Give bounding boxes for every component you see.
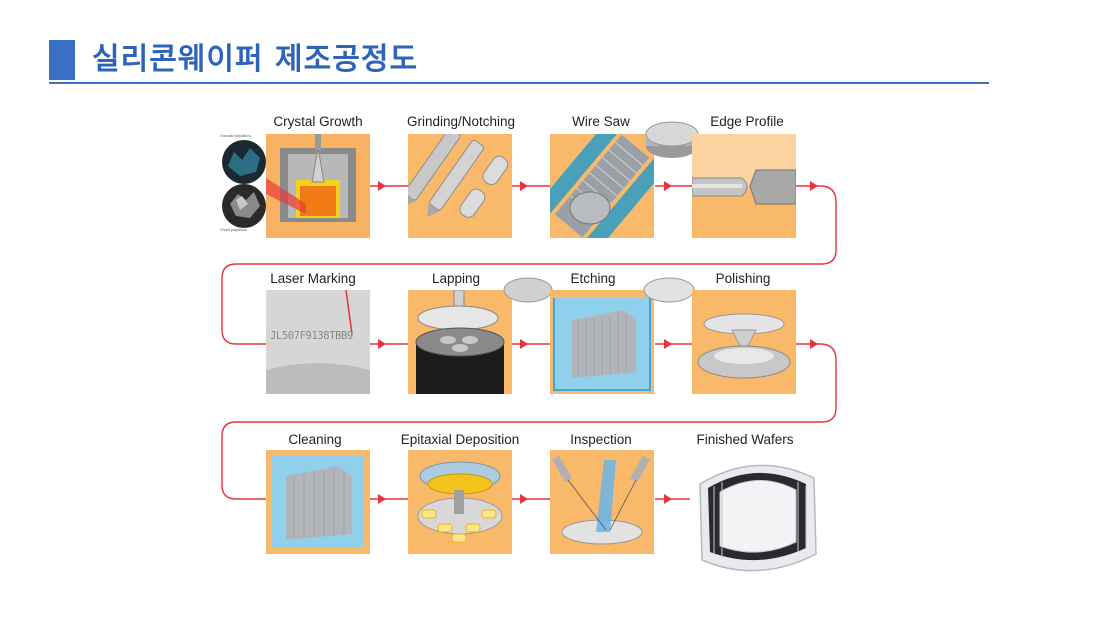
inspection-image bbox=[550, 450, 654, 554]
sliced-wafer-disc bbox=[644, 116, 700, 167]
step-label-edge-profile: Edge Profile bbox=[710, 114, 784, 129]
step-label-lapping: Lapping bbox=[431, 271, 481, 286]
lapping-image bbox=[408, 290, 512, 394]
laser-marking-image: JL507F9138TBB9 bbox=[266, 290, 370, 394]
epitaxial-deposition-image bbox=[408, 450, 512, 554]
step-label-epitaxial-deposition: Epitaxial Deposition bbox=[400, 432, 520, 447]
page-title: 실리콘웨이퍼 제조공정도 bbox=[92, 42, 419, 77]
chunk-polysilicon-tag: Chunk polysilicon bbox=[220, 228, 248, 232]
step-label-inspection: Inspection bbox=[570, 432, 632, 447]
title-accent-bar bbox=[49, 40, 75, 80]
step-label-polishing: Polishing bbox=[715, 271, 771, 286]
polysilicon-image bbox=[222, 140, 266, 228]
step-label-laser-marking: Laser Marking bbox=[270, 271, 356, 286]
step-label-wire-saw: Wire Saw bbox=[572, 114, 630, 129]
step-label-etching: Etching bbox=[570, 271, 616, 286]
crystal-growth-image bbox=[266, 134, 370, 238]
title-underline bbox=[49, 82, 989, 84]
etched-wafer-disc bbox=[642, 270, 696, 311]
etching-image bbox=[550, 290, 654, 394]
edge-profile-image bbox=[692, 134, 796, 238]
finished-wafers-image bbox=[686, 444, 826, 589]
laser-mark-text: JL507F9138TBB9 bbox=[270, 330, 353, 342]
wire-saw-image bbox=[550, 134, 654, 238]
polishing-image bbox=[692, 290, 796, 394]
cleaning-image bbox=[266, 450, 370, 554]
step-label-finished-wafers: Finished Wafers bbox=[696, 432, 794, 447]
polysilicon-samples: Granular polysilicon Chunk polysilicon bbox=[220, 134, 268, 234]
lapped-wafer-disc bbox=[502, 270, 554, 311]
granular-polysilicon-tag: Granular polysilicon bbox=[220, 134, 251, 138]
grinding-notching-image bbox=[408, 134, 512, 238]
step-label-grinding-notching: Grinding/Notching bbox=[406, 114, 516, 129]
step-label-crystal-growth: Crystal Growth bbox=[273, 114, 363, 129]
step-label-cleaning: Cleaning bbox=[288, 432, 342, 447]
